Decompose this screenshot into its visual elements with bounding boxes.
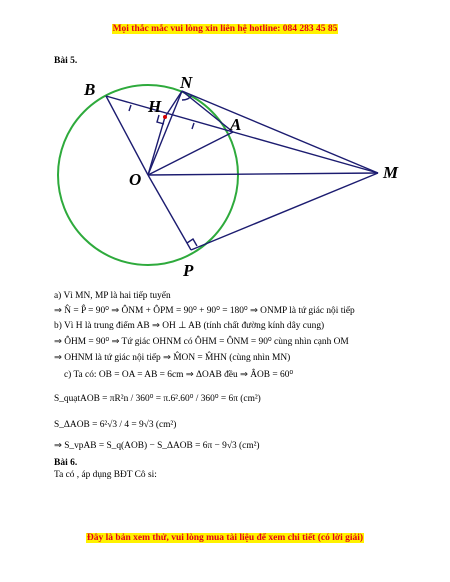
solution-line-9: ⇒ S_vpAB = S_q(AOB) − S_ΔAOB = 6π − 9√3 … — [54, 441, 260, 451]
hotline-text: Mọi thắc mắc vui lòng xin liên hệ hotlin… — [111, 24, 339, 34]
geometry-figure: B N H A O M P — [48, 66, 406, 288]
solution-line-1: a) Vì MN, MP là hai tiếp tuyến — [54, 291, 171, 301]
solution-line-4: ⇒ ÔHM = 90⁰ ⇒ Tứ giác OHNM có ÔHM = ÔNM … — [54, 337, 349, 347]
line-o-p — [147, 174, 192, 251]
problem-6-title: Bài 6. — [54, 458, 78, 468]
line-o-a — [147, 131, 234, 176]
solution-line-2: ⇒ N̂ = P̂ = 90⁰ ⇒ ÔNM + ÔPM = 90⁰ + 90⁰ … — [54, 306, 355, 316]
label-n: N — [179, 73, 193, 92]
line-h-n — [164, 90, 183, 118]
right-angle-p — [186, 238, 198, 247]
line-b-m — [105, 95, 379, 174]
circle-o — [57, 84, 239, 266]
solution-line-8: S_ΔAOB = 6²√3 / 4 = 9√3 (cm²) — [54, 420, 177, 430]
label-m: M — [382, 163, 399, 182]
right-angle-h — [156, 114, 165, 125]
label-h: H — [147, 97, 162, 116]
solution-line-3: b) Vì H là trung điểm AB ⇒ OH ⊥ AB (tính… — [54, 321, 325, 331]
preview-notice: Đây là bản xem thử, vui lòng mua tài liệ… — [0, 533, 450, 543]
tick-mark-ha — [191, 122, 195, 130]
preview-notice-text: Đây là bản xem thử, vui lòng mua tài liệ… — [85, 533, 365, 543]
label-p: P — [182, 261, 194, 280]
hotline-banner: Mọi thắc mắc vui lòng xin liên hệ hotlin… — [0, 24, 450, 34]
problem-5-title: Bài 5. — [54, 56, 78, 66]
line-o-n — [147, 90, 183, 176]
line-o-b — [105, 95, 149, 176]
line-o-m — [147, 172, 379, 176]
label-b: B — [83, 80, 95, 99]
line-o-h — [147, 116, 166, 176]
figure-svg: B N H A O M P — [57, 73, 399, 280]
solution-line-7: S_quạtAOB = πR²n / 360⁰ = π.6².60⁰ / 360… — [54, 394, 261, 404]
label-o: O — [129, 170, 141, 189]
line-n-m — [181, 90, 379, 174]
angle-arc-n — [181, 94, 193, 101]
tick-mark-bh — [128, 104, 132, 112]
line-p-m — [190, 172, 379, 251]
point-h-dot — [163, 115, 167, 119]
solution-line-5: ⇒ OHNM là tứ giác nội tiếp ⇒ M̂ON = M̂HN… — [54, 353, 291, 363]
solution-line-6: c) Ta có: OB = OA = AB = 6cm ⇒ ΔOAB đều … — [64, 370, 294, 380]
problem-6-text: Ta có , áp dụng BĐT Cô si: — [54, 470, 157, 480]
label-a: A — [229, 115, 241, 134]
